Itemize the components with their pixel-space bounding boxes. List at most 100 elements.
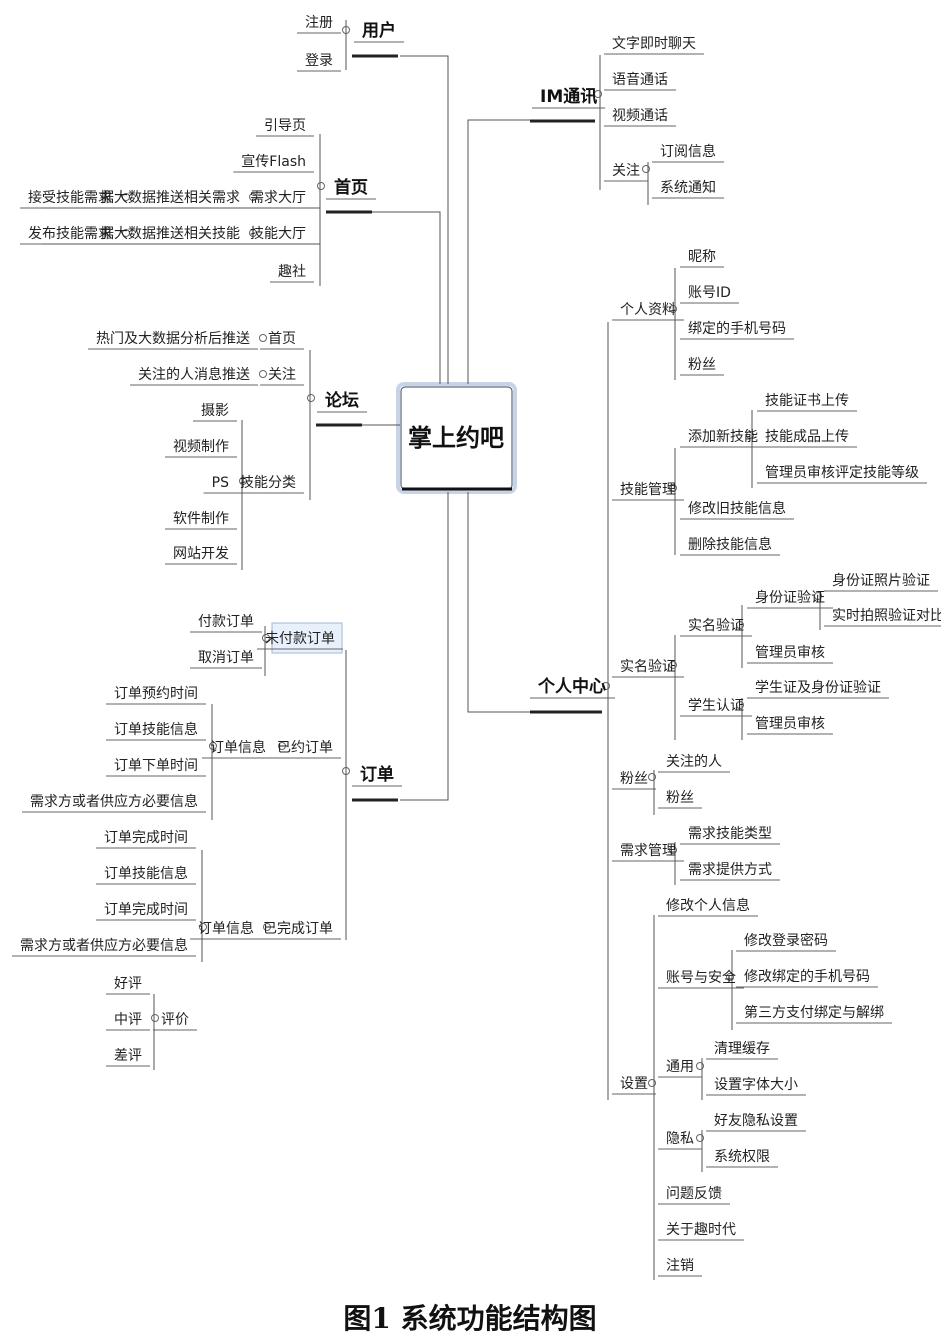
node-branches-home-items-0: 引导页 [264,118,306,134]
node-branches-home-demand_hall-0: 接受技能需求 [28,189,112,206]
node-branches-personal-id_items-0: 身份证照片验证 [832,573,930,589]
connector-dot [199,923,207,931]
curve-order [400,492,449,801]
connector-dot [151,1014,159,1022]
node-branches-im-items-2: 视频通话 [612,108,668,124]
node-branches-personal-logout: 注销 [666,1258,694,1274]
connector-dot [122,229,130,237]
node-branches-personal-edit_info: 修改个人信息 [666,897,750,914]
node-branches-personal-admin_review: 管理员审核 [755,645,825,661]
connector-dot [307,394,315,402]
curve-home [370,211,441,384]
connector-dot [209,742,217,750]
node-branches-forum-home_sub: 热门及大数据分析后推送 [96,331,250,347]
node-branches-forum-follow: 关注 [268,367,296,383]
node-branches-forum-skill_items-1: 视频制作 [173,439,229,455]
node-branches-personal-add_skill_items-0: 技能证书上传 [765,393,849,409]
node-branches-user-items-1: 登录 [305,53,333,69]
connector-dot [278,742,286,750]
node-branches-order-review_items-1: 中评 [114,1012,142,1028]
node-branches-order-booked_items-1: 订单技能信息 [114,721,198,738]
node-branches-order-booked_items-0: 订单预约时间 [114,686,198,702]
node-branches-personal-privacy_items-0: 好友隐私设置 [714,1113,798,1129]
node-branches-order-review: 评价 [161,1012,189,1028]
node-branches-order-booked_items-2: 订单下单时间 [114,758,198,774]
node-branches-personal-add_skill_items-2: 管理员审核评定技能等级 [765,464,919,481]
node-branches-order-booked: 已约订单 [277,740,333,756]
node-branches-user-items-0: 注册 [305,15,333,31]
node-branches-personal-profile: 个人资料 [620,302,676,318]
node-branches-forum-skill_items-0: 摄影 [201,403,229,419]
node-branches-personal-about: 关于趣时代 [666,1222,736,1238]
node-branches-home-items-3: 技能大厅 [250,226,306,242]
node-branches-order-done_items-0: 订单完成时间 [104,830,188,846]
node-branches-home-items-1: 宣传Flash [241,154,306,170]
node-branches-personal-id_items-1: 实时拍照验证对比 [832,608,941,624]
node-branches-personal-privacy_items-1: 系统权限 [714,1149,770,1165]
node-branches-personal-profile_items-0: 昵称 [688,249,716,265]
unpaid-highlight [271,622,343,654]
node-branches-personal-demand_items-1: 需求提供方式 [688,862,772,878]
node-branches-im-items-0: 文字即时聊天 [612,36,696,52]
node-branches-personal-general: 通用 [666,1059,694,1075]
node-branches-personal-feedback: 问题反馈 [666,1186,722,1202]
node-branches-order-done_items-1: 订单技能信息 [104,865,188,882]
node-branches-personal-add_skill: 添加新技能 [688,429,758,445]
node-branches-order-review_items-0: 好评 [114,976,142,992]
connector-lines [12,20,941,1280]
node-branches-personal-fans_items-1: 粉丝 [666,790,694,806]
node-branches-forum-skill_items-2: PS [212,475,229,491]
node-branches-personal-profile_items-1: 账号ID [688,285,731,301]
node-branches-personal-add_skill_items-1: 技能成品上传 [765,429,849,445]
node-branches-home-demand_hall-1: 据大数据推送相关需求 [100,190,240,206]
node-branches-personal-account_items-0: 修改登录密码 [744,932,828,949]
node-branches-personal-account: 账号与安全 [666,969,736,986]
node-branches-order-unpaid_items-1: 取消订单 [198,650,254,666]
node-branches-order-done_items-3: 需求方或者供应方必要信息 [20,937,188,954]
node-branches-order-booked_items-3: 需求方或者供应方必要信息 [30,793,198,810]
node-branches-personal-skill_items-1: 删除技能信息 [688,536,772,553]
curve-user [400,55,449,384]
node-branches-order-done_info: 订单信息 [198,920,254,937]
node-center: 掌上约吧 [408,424,504,452]
node-branches-personal-profile_items-3: 粉丝 [688,357,716,373]
node-branches-forum-skill_items-4: 网站开发 [173,546,229,562]
node-branches-personal-demand_items-0: 需求技能类型 [688,826,772,842]
node-branches-order-unpaid: 未付款订单 [265,631,335,647]
node-branches-home-items-4: 趣社 [278,264,306,280]
connector-dot [259,334,267,342]
node-branches-personal-profile_items-2: 绑定的手机号码 [688,321,786,337]
node-branches-order-booked_info: 订单信息 [210,739,266,756]
node-branches-forum-skill_items-3: 软件制作 [173,511,229,527]
connector-dot [262,634,270,642]
connector-dot [263,923,271,931]
node-branches-personal-settings: 设置 [620,1076,648,1092]
curve-im [467,119,530,384]
node-branches-user-title: 用户 [362,20,396,41]
connector-dot [317,182,325,190]
node-branches-order-unpaid_items-0: 付款订单 [198,614,254,630]
node-branches-order-done: 已完成订单 [263,921,333,937]
node-branches-home-items-2: 需求大厅 [250,190,306,206]
node-branches-home-title: 首页 [334,177,368,198]
node-branches-forum-home: 首页 [268,331,296,347]
connector-dot [239,477,247,485]
node-branches-order-title: 订单 [360,764,394,785]
node-branches-home-skill_hall-0: 发布技能需求 [28,226,112,242]
node-branches-personal-skill_items-0: 修改旧技能信息 [688,500,786,517]
node-branches-forum-title: 论坛 [325,390,359,411]
node-branches-personal-fans_items-0: 关注的人 [666,754,722,770]
node-branches-order-review_items-2: 差评 [114,1048,142,1064]
node-branches-personal-student_items-0: 学生证及身份证验证 [755,680,881,696]
connector-dot [259,370,267,378]
node-branches-im-follow_items-1: 系统通知 [660,179,716,196]
node-branches-im-follow: 关注 [612,163,640,179]
node-branches-order-done_items-2: 订单完成时间 [104,902,188,918]
node-branches-personal-title: 个人中心 [537,676,606,697]
node-branches-personal-general_items-1: 设置字体大小 [714,1077,798,1093]
node-branches-personal-realname_sub: 实名验证 [688,618,744,634]
node-branches-personal-id_verify: 身份证验证 [755,590,825,606]
node-branches-im-follow_items-0: 订阅信息 [660,143,716,160]
connector-dot [249,229,257,237]
